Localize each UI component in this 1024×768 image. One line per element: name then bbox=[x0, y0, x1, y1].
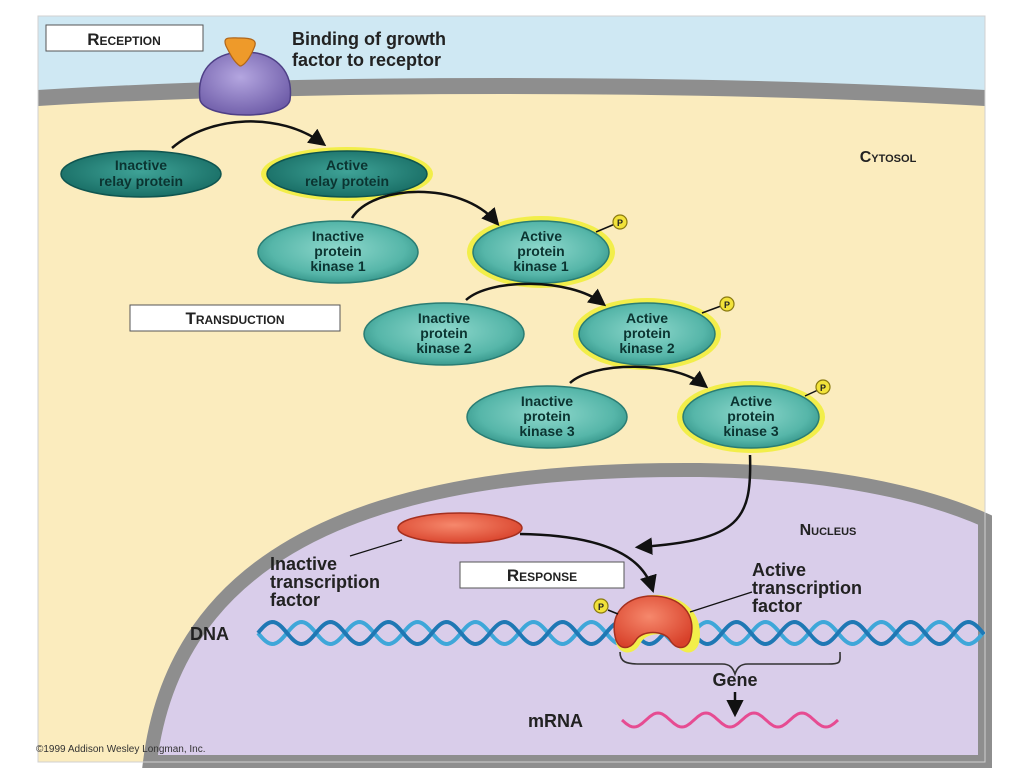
active-kinase-1-line-1: Active bbox=[520, 228, 562, 244]
inactive-kinase-2: Inactive protein kinase 2 bbox=[363, 302, 525, 366]
active-relay-line-2: relay protein bbox=[305, 173, 389, 189]
inactive-relay-line-1: Inactive bbox=[115, 157, 167, 173]
active-kinase-3-line-2: protein bbox=[727, 408, 774, 424]
dna-label: DNA bbox=[190, 624, 229, 644]
phosphate-2-stem bbox=[701, 305, 722, 314]
response-stage-label: Response bbox=[507, 566, 577, 585]
transduction-stage-label: Transduction bbox=[185, 309, 284, 328]
inactive-kinase-1-line-1: Inactive bbox=[312, 228, 364, 244]
active-relay-line-1: Active bbox=[326, 157, 368, 173]
inactive-tf-line-1: Inactive bbox=[270, 554, 337, 574]
inactive-transcription-factor-caption: Inactive transcription factor bbox=[270, 554, 380, 610]
inactive-kinase-2-line-2: protein bbox=[420, 325, 467, 341]
active-tf-line-2: transcription bbox=[752, 578, 862, 598]
phosphate-1-symbol: P bbox=[617, 218, 623, 228]
nucleus-region bbox=[142, 462, 992, 768]
reception-stage-box bbox=[45, 24, 204, 52]
active-kinase-1: Active protein kinase 1 bbox=[467, 216, 615, 288]
inactive-kinase-2-line-3: kinase 2 bbox=[416, 340, 471, 356]
active-transcription-factor bbox=[613, 594, 701, 653]
active-kinase-3-line-1: Active bbox=[730, 393, 772, 409]
gene-label: Gene bbox=[712, 670, 757, 690]
binding-caption-line-2: factor to receptor bbox=[292, 50, 441, 70]
inactive-kinase-3-line-3: kinase 3 bbox=[519, 423, 574, 439]
phosphate-3-stem bbox=[804, 389, 819, 397]
active-kinase-2-line-3: kinase 2 bbox=[619, 340, 674, 356]
inactive-tf-line-2: transcription bbox=[270, 572, 380, 592]
inactive-relay-protein: Inactive relay protein bbox=[60, 150, 222, 198]
active-tf-leader-line bbox=[689, 591, 753, 613]
plasma-membrane bbox=[37, 78, 986, 106]
arrow-kinase-1-to-kinase-2 bbox=[465, 282, 607, 307]
inactive-kinase-3: Inactive protein kinase 3 bbox=[466, 385, 628, 449]
active-tf-line-3: factor bbox=[752, 596, 802, 616]
growth-factor-icon bbox=[224, 37, 256, 67]
active-kinase-2-line-1: Active bbox=[626, 310, 668, 326]
copyright-notice: ©1999 Addison Wesley Longman, Inc. bbox=[36, 744, 206, 755]
active-tf-line-1: Active bbox=[752, 560, 806, 580]
inactive-kinase-3-line-2: protein bbox=[523, 408, 570, 424]
mrna-label: mRNA bbox=[528, 711, 583, 731]
phosphate-icon-1: P bbox=[612, 214, 628, 230]
inactive-kinase-2-line-1: Inactive bbox=[418, 310, 470, 326]
phosphate-icon-tf: P bbox=[593, 598, 609, 614]
mrna-strand bbox=[620, 711, 840, 729]
inactive-kinase-3-line-1: Inactive bbox=[521, 393, 573, 409]
active-kinase-2: Active protein kinase 2 bbox=[573, 298, 721, 370]
binding-caption: Binding of growth factor to receptor bbox=[292, 29, 446, 70]
inactive-transcription-factor bbox=[397, 512, 523, 544]
cytosol-label: Cytosol bbox=[860, 149, 917, 166]
inactive-kinase-1-line-2: protein bbox=[314, 243, 361, 259]
binding-caption-line-1: Binding of growth bbox=[292, 29, 446, 49]
active-kinase-3-line-3: kinase 3 bbox=[723, 423, 778, 439]
figure-frame bbox=[37, 15, 986, 763]
active-kinase-1-line-3: kinase 1 bbox=[513, 258, 568, 274]
inactive-relay-line-2: relay protein bbox=[99, 173, 183, 189]
phosphate-icon-3: P bbox=[815, 379, 831, 395]
active-kinase-3: Active protein kinase 3 bbox=[677, 381, 825, 453]
arrow-kinase-3-to-transcription-factor bbox=[634, 454, 752, 555]
phosphate-tf-stem bbox=[607, 609, 619, 615]
phosphate-1-stem bbox=[595, 223, 616, 233]
active-transcription-factor-caption: Active transcription factor bbox=[752, 560, 862, 616]
gene-bracket bbox=[619, 651, 841, 677]
phosphate-3-symbol: P bbox=[820, 383, 826, 393]
nucleus-label: Nucleus bbox=[800, 522, 857, 539]
response-stage-box bbox=[459, 561, 625, 589]
inactive-kinase-1-line-3: kinase 1 bbox=[310, 258, 365, 274]
phosphate-icon-2: P bbox=[719, 296, 735, 312]
arrow-receptor-to-relay bbox=[171, 120, 327, 149]
inactive-tf-line-3: factor bbox=[270, 590, 320, 610]
active-kinase-2-line-2: protein bbox=[623, 325, 670, 341]
phosphate-tf-symbol: P bbox=[598, 602, 604, 612]
arrow-kinase-2-to-kinase-3 bbox=[569, 365, 709, 389]
arrow-relay-to-kinase-1 bbox=[350, 190, 500, 226]
inactive-tf-leader-line bbox=[349, 539, 403, 557]
receptor-icon bbox=[198, 51, 292, 116]
transduction-stage-box bbox=[129, 304, 341, 332]
inactive-kinase-1: Inactive protein kinase 1 bbox=[257, 220, 419, 284]
phosphate-2-symbol: P bbox=[724, 300, 730, 310]
reception-stage-label: Reception bbox=[87, 30, 161, 49]
active-kinase-1-line-2: protein bbox=[517, 243, 564, 259]
active-relay-protein: Active relay protein bbox=[261, 147, 433, 201]
arrow-tf-to-dna bbox=[519, 532, 657, 594]
